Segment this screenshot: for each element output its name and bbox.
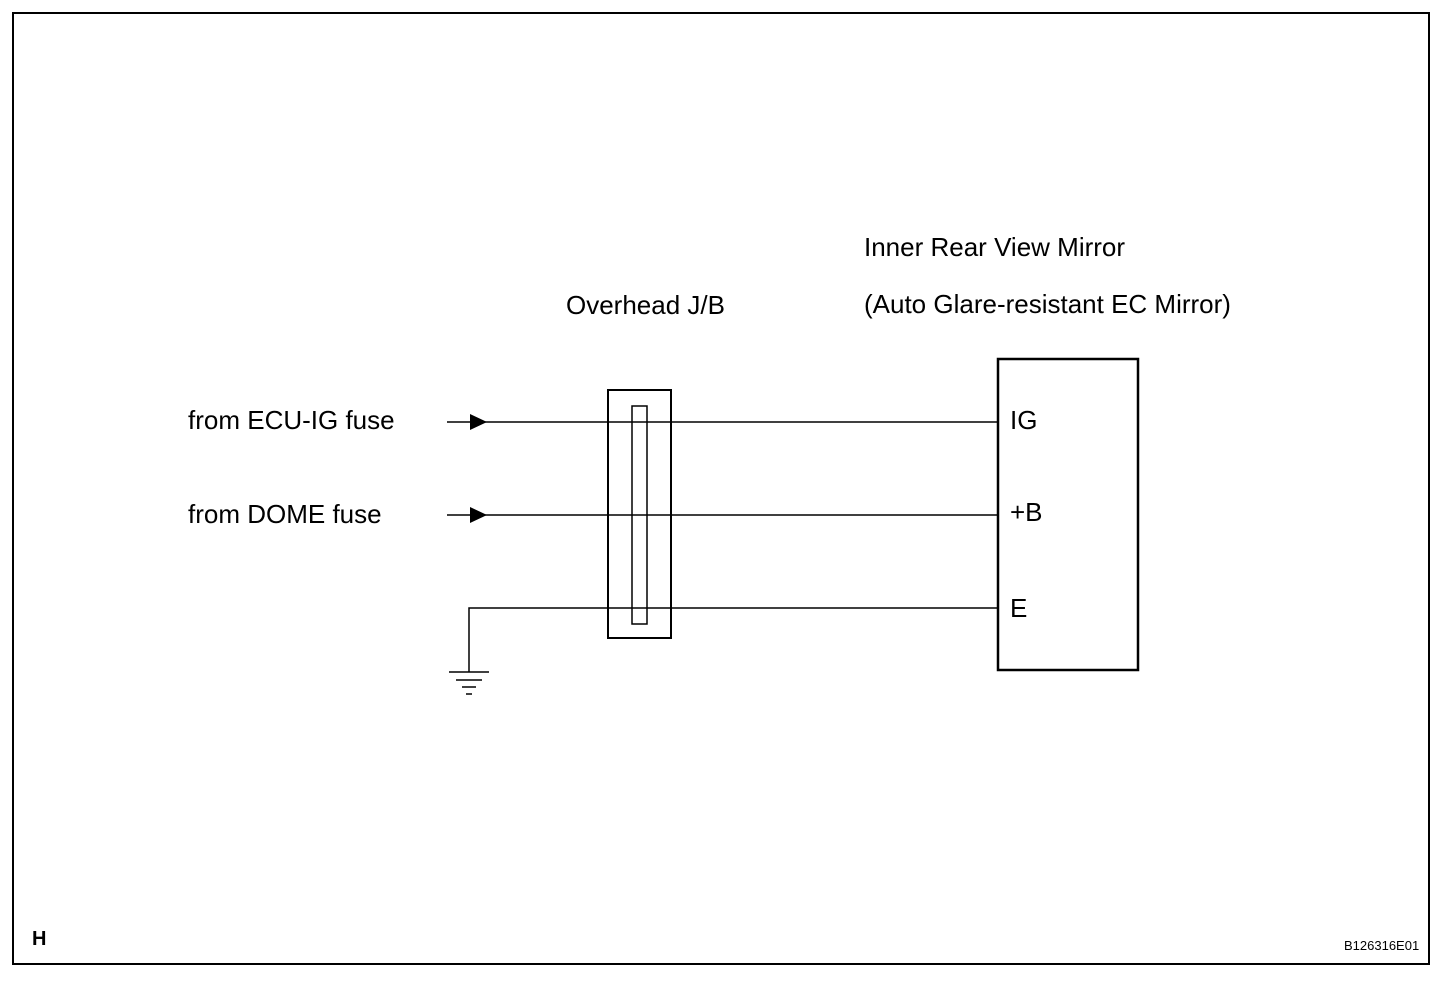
terminal-label-e: E — [1010, 593, 1028, 623]
terminal-label-plus-b: +B — [1010, 497, 1043, 527]
input-label-ecu-ig: from ECU-IG fuse — [188, 405, 395, 435]
input-label-dome: from DOME fuse — [188, 499, 382, 529]
wire-e — [468, 607, 998, 672]
arrow-ig-icon — [470, 414, 487, 430]
corner-marker: H — [32, 928, 47, 950]
component-title-line2: (Auto Glare-resistant EC Mirror) — [864, 289, 1231, 319]
arrow-plus-b-icon — [470, 507, 487, 523]
diagram-frame — [12, 12, 1430, 965]
figure-code: B126316E01 — [1344, 938, 1420, 953]
junction-block-label: Overhead J/B — [566, 290, 725, 320]
junction-block-outer — [607, 389, 672, 639]
ground-icon — [449, 671, 489, 695]
terminal-label-ig: IG — [1010, 405, 1038, 435]
component-title-line1: Inner Rear View Mirror — [864, 232, 1126, 262]
